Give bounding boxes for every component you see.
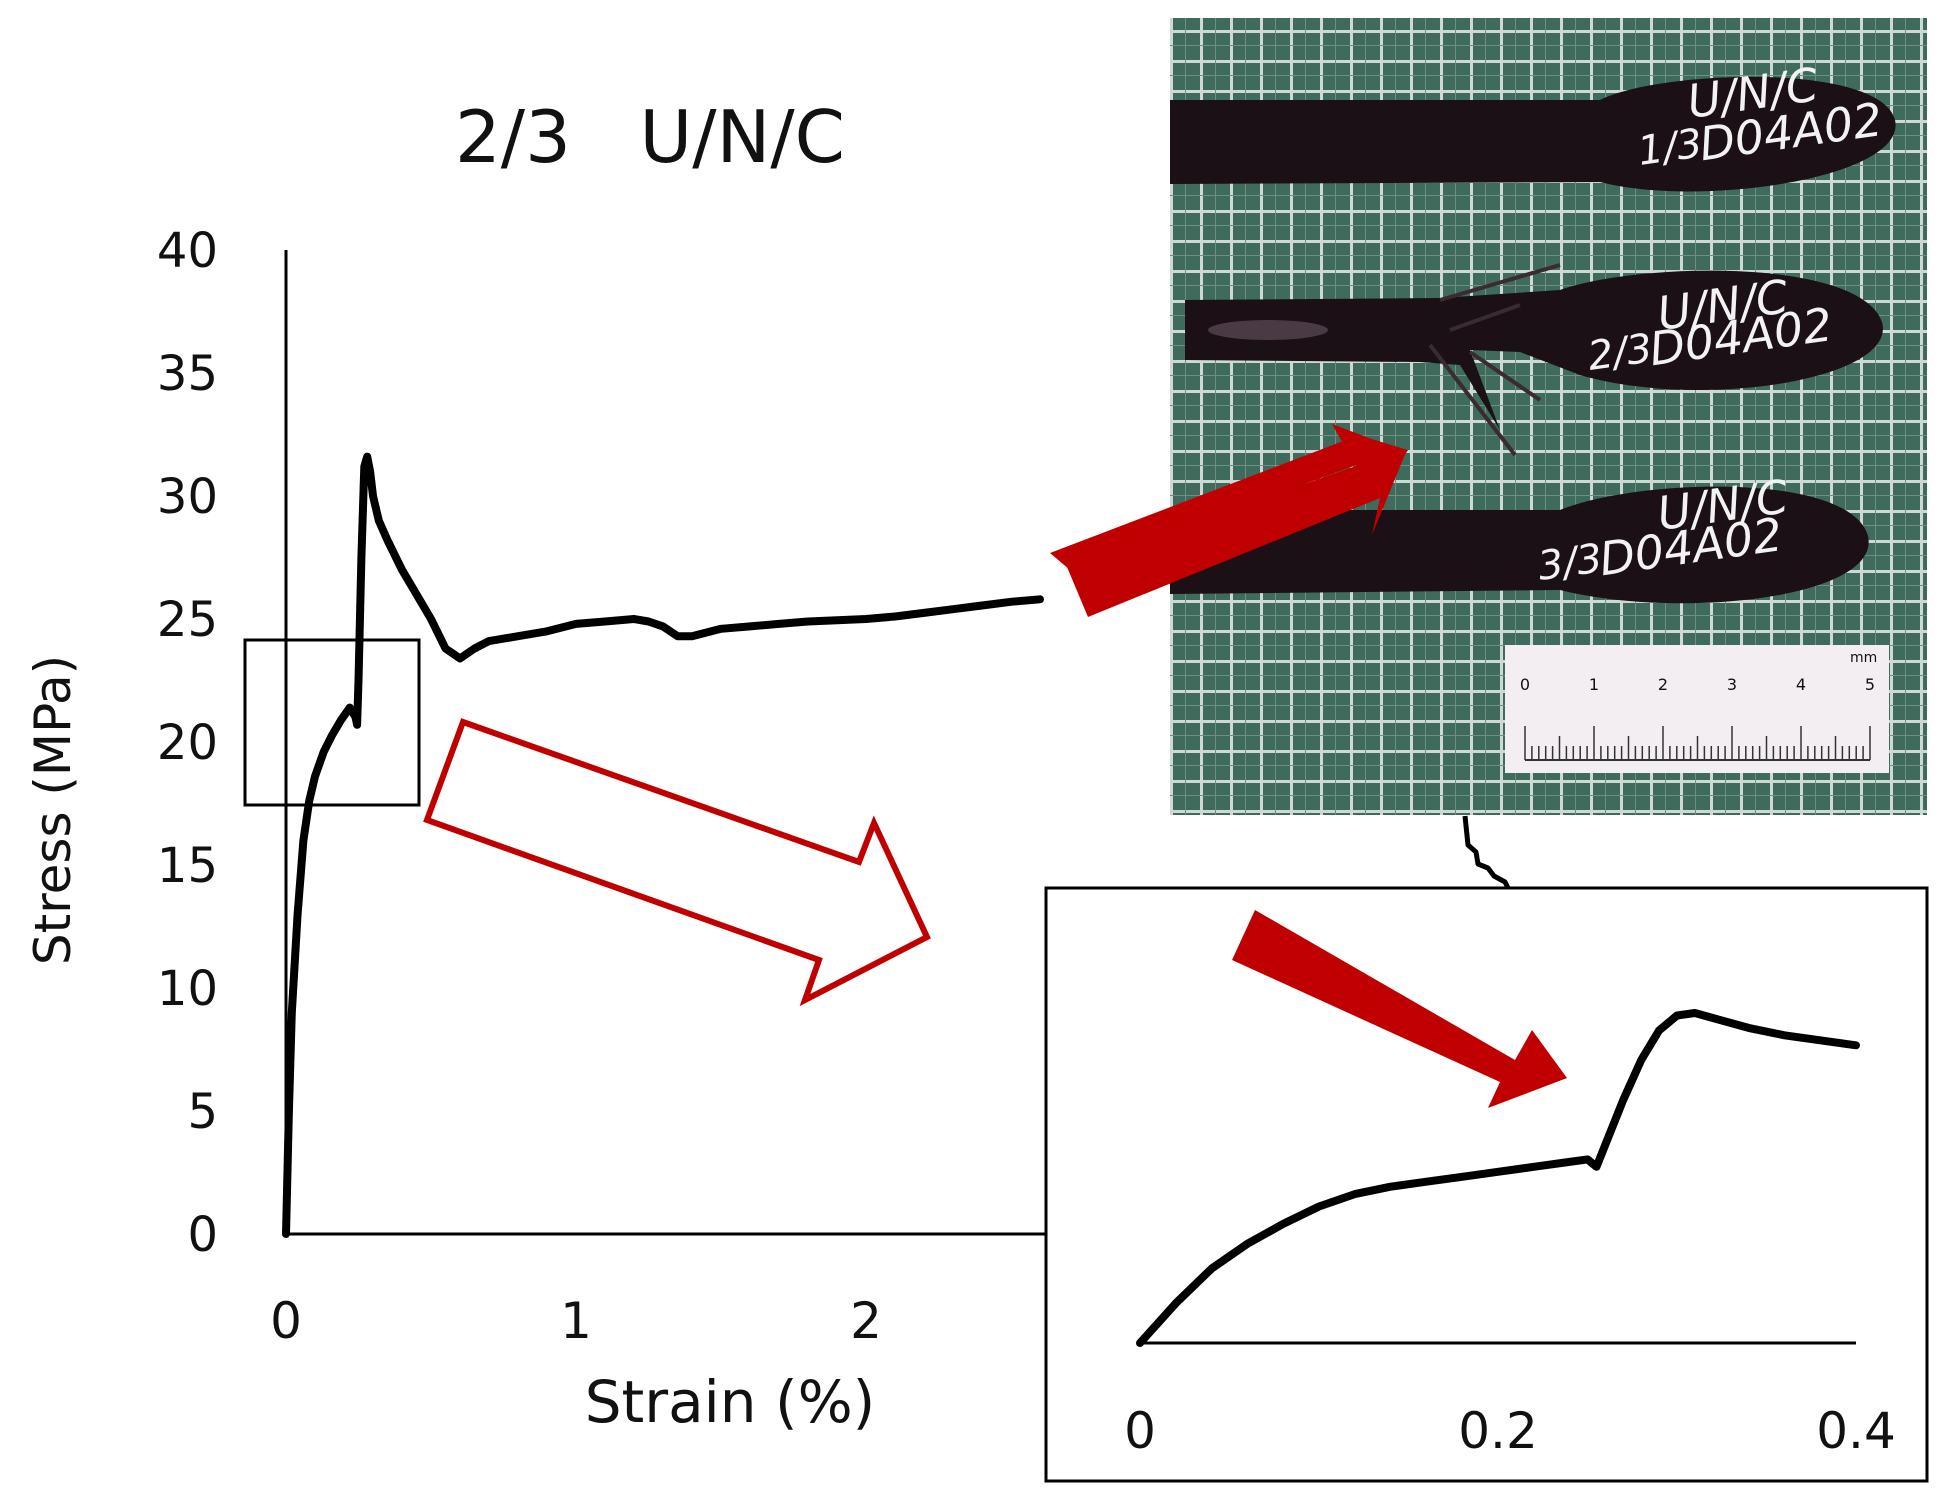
y-tick-label: 10 [157,961,218,1017]
y-tick-labels: 0 5 10 15 20 25 30 35 40 [157,223,218,1263]
hollow-arrow [423,718,931,1007]
zoom-region-box [243,638,421,807]
ruler-label: 2 [1658,675,1668,694]
ruler-labels: 0 1 2 3 4 5 [1520,675,1875,694]
ruler-label: 3 [1727,675,1737,694]
specimen-1 [1170,76,1896,192]
x-tick-labels: 0 1 2 [270,1292,882,1350]
ruler-label: 5 [1865,675,1875,694]
y-tick-label: 40 [157,223,218,279]
inset-arrow [1232,910,1567,1108]
x-tick-label: 0 [270,1292,302,1350]
y-tick-label: 0 [187,1207,218,1263]
specimen-photo: U/N/C 1/3 D04A02 U/N/C 2/3 D04A02 U/N/C … [1050,18,1927,815]
y-tick-label: 25 [157,592,218,648]
inset-chart: 0 0.2 0.4 [1044,886,1929,1483]
chart-title: 2/3 U/N/C [455,95,845,179]
fracture-arrow-head [1067,424,1406,617]
inset-x-tick-labels: 0 0.2 0.4 [1124,1402,1896,1460]
ruler-label: 0 [1520,675,1530,694]
ruler-label: 1 [1589,675,1599,694]
inset-x-tick-label: 0.4 [1816,1402,1896,1460]
ruler-ticks [1524,726,1871,761]
x-axis-title: Strain (%) [585,1368,876,1436]
main-chart: 2/3 U/N/C 0 5 10 15 20 25 30 35 40 0 1 2 Strain (%… [24,95,1513,1436]
scale-ruler: mm 0 1 2 3 4 5 [1505,645,1889,773]
y-tick-label: 35 [157,346,218,402]
specimen-2 [1185,270,1883,430]
y-tick-label: 15 [157,838,218,894]
x-tick-label: 2 [850,1292,882,1350]
fracture-reflection [1208,320,1328,340]
specimen-3 [1170,486,1869,604]
fiber-strands [1428,263,1561,457]
y-tick-label: 30 [157,469,218,525]
ruler-unit: mm [1850,650,1877,666]
specimen-3-number: 3/3 [1535,535,1605,590]
fracture-arrow [1050,429,1408,570]
specimen-2-number: 2/3 [1585,325,1655,380]
inset-x-tick-label: 0.2 [1458,1402,1538,1460]
stress-strain-curve [282,452,1044,1238]
inset-curve [1136,1009,1860,1347]
curve-drop-tail [1462,815,1513,894]
ruler-label: 4 [1796,675,1806,694]
y-tick-label: 20 [157,715,218,771]
y-tick-label: 5 [187,1084,218,1140]
inset-frame [1044,886,1929,1483]
y-axis-title: Stress (MPa) [24,655,82,965]
x-tick-label: 1 [560,1292,592,1350]
inset-x-tick-label: 0 [1124,1402,1156,1460]
specimen-1-number: 1/3 [1635,120,1705,175]
